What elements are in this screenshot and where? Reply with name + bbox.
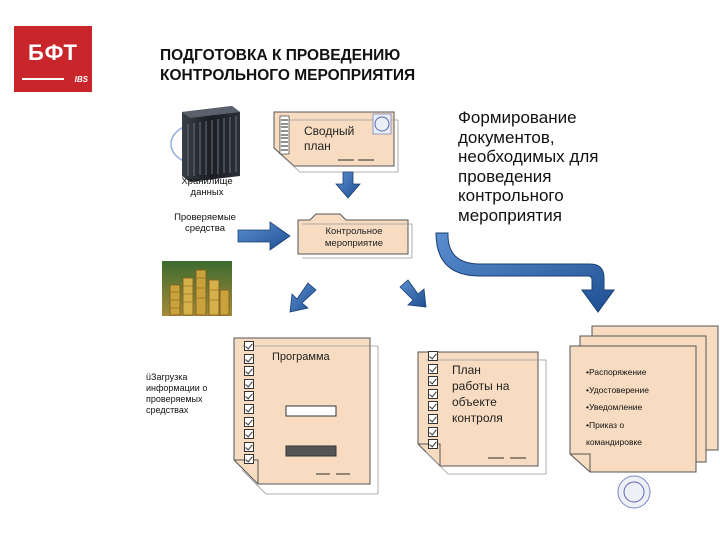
checkbox-icon (428, 376, 438, 387)
checkbox-icon (244, 341, 254, 351)
arrow-down-right (399, 279, 427, 308)
checkbox-icon (244, 353, 254, 364)
program-title: Программа (272, 351, 330, 363)
summary-plan-text: Сводный план (304, 124, 354, 154)
server-rack-icon (170, 106, 240, 182)
plan-line-2: работы на (452, 379, 510, 393)
checkbox-icon (244, 441, 254, 452)
load-line-2: информации о (146, 383, 208, 393)
arrow-right-funds (237, 221, 291, 251)
checkbox-icon (244, 429, 254, 440)
summary-line1: Сводный (304, 124, 355, 138)
checkbox-icon (244, 391, 254, 402)
control-event-text: Контрольное мероприятие (304, 226, 404, 250)
order-docs-stack (569, 325, 719, 509)
logo-sub: IBS (74, 75, 88, 84)
list-item: командировке (586, 437, 643, 447)
load-line-1-text: Загрузка (151, 372, 188, 382)
checkbox-icon (428, 439, 438, 450)
event-line2: мероприятие (324, 238, 384, 249)
coin-stacks-icon (162, 261, 232, 316)
load-info-text: üЗагрузка информации о проверяемых средс… (146, 372, 207, 416)
plan-line-1: План (452, 363, 481, 377)
checkbox-icon (244, 378, 254, 389)
title-line-1: ПОДГОТОВКА К ПРОВЕДЕНИЮ (160, 47, 401, 64)
load-line-3: проверяемых (146, 394, 203, 404)
arrow-down-summary (335, 171, 361, 199)
plan-line-3: объекте (452, 395, 497, 409)
emblem-seal-icon (374, 116, 390, 132)
checkbox-icon (244, 454, 254, 465)
checkbox-icon (428, 351, 438, 361)
forming-line-5: контрольного (458, 186, 564, 205)
list-item: •Приказ о (586, 419, 625, 430)
program-doc (233, 337, 379, 495)
checkbox-icon (244, 416, 254, 427)
work-plan-text: План работы на объекте контроля (452, 362, 509, 426)
logo-divider (22, 78, 64, 80)
page-title: ПОДГОТОВКА К ПРОВЕДЕНИЮ КОНТРОЛЬНОГО МЕР… (160, 46, 415, 86)
storage-label: Хранилище данных (168, 176, 246, 198)
arrow-curved-docs (435, 232, 615, 313)
forming-line-3: необходимых для (458, 147, 599, 166)
checkbox-icon (428, 413, 438, 424)
funds-label-line2: средства (185, 223, 225, 234)
summary-plan-doc (273, 111, 399, 173)
checkbox-icon (428, 388, 438, 399)
list-item: •Удостоверение (586, 384, 649, 395)
load-line-4: средствах (146, 405, 189, 415)
storage-label-line2: данных (190, 187, 224, 198)
forming-line-4: проведения (458, 166, 552, 186)
funds-label: Проверяемые средства (158, 212, 252, 234)
funds-label-line1: Проверяемые (174, 212, 236, 223)
title-line-2: КОНТРОЛЬНОГО МЕРОПРИЯТИЯ (160, 67, 416, 84)
work-plan-checklist (428, 351, 438, 452)
arrow-down-left (289, 282, 317, 313)
checkbox-icon (428, 426, 438, 437)
checkbox-icon (428, 363, 438, 374)
control-event-folder (297, 213, 413, 259)
forming-line-1: Формирование (458, 108, 577, 127)
summary-line2: план (304, 139, 331, 153)
event-line1: Контрольное (325, 226, 383, 237)
forming-documents-text: Формирование документов, необходимых для… (458, 108, 598, 225)
company-logo: БФТ IBS (14, 26, 92, 92)
logo-brand: БФТ (28, 40, 78, 65)
work-plan-doc (417, 351, 547, 475)
plan-line-4: контроля (452, 411, 503, 425)
program-checklist (244, 341, 254, 467)
forming-line-2: документов, (458, 127, 555, 147)
checkbox-icon (244, 366, 254, 377)
forming-line-6: мероприятия (458, 205, 562, 225)
check-mark-icon: ü (146, 372, 152, 382)
storage-label-line1: Хранилище (181, 176, 233, 187)
order-docs-list: •Распоряжение •Удостоверение •Уведомлени… (586, 364, 649, 452)
list-item: •Уведомление (586, 402, 643, 412)
checkbox-icon (428, 401, 438, 412)
load-line-1: üЗагрузка (146, 372, 207, 383)
checkbox-icon (244, 403, 254, 414)
list-item: •Распоряжение (586, 367, 647, 377)
